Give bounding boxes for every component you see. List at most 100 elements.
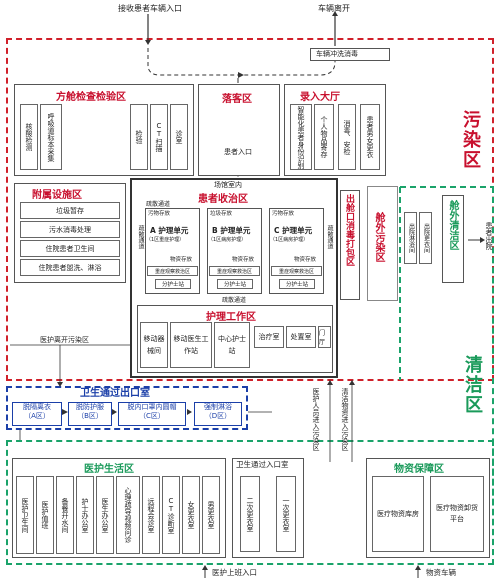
san-exit-a-label: 脱隔离衣 [23, 403, 51, 411]
supply-title: 物资保障区 [394, 464, 444, 475]
ml-item-7: CT诊断室 [162, 476, 180, 554]
unit-b-mid: 物资存放 [232, 257, 255, 263]
san-exit-c-zone: （C区） [139, 412, 165, 420]
medic-work-entrance: 医护上班入口 [212, 568, 257, 577]
aux-item-shower: 住院患者盥洗、淋浴 [20, 259, 120, 276]
unit-a-station: 分护士站 [155, 279, 191, 289]
supply-item-warehouse: 医疗物资库房 [372, 476, 424, 552]
unit-c-top: 污物存放 [272, 211, 295, 217]
se-item-first: 一次更衣室 [276, 476, 296, 552]
supply-vehicle-label: 物资车辆 [426, 568, 456, 577]
supply-item-unload: 医疗物资卸货平台 [430, 476, 484, 552]
san-exit-a: 脱隔离衣 （A区） [12, 402, 62, 426]
ml-item-3: 护士办公室 [76, 476, 94, 554]
medic-into-label: 医护人员进入污染区 [312, 388, 320, 451]
evac-top: 疏散通道 [146, 201, 171, 208]
patient-vehicle-entrance: 接收患者车辆入口 [118, 4, 182, 13]
cabin-item-lab: 检验 [130, 104, 148, 170]
sanitation-exit-border [6, 386, 248, 430]
ml-item-4: 医生办公室 [96, 476, 114, 554]
unit-c-sub: （1区病房护理） [270, 237, 309, 243]
cabin-check-title: 方舱检查检验区 [56, 92, 126, 103]
packing-area [340, 190, 360, 300]
medic-living-title: 医护生活区 [84, 464, 134, 475]
unit-c-room: 重症观察救治区 [271, 266, 322, 276]
sanitation-entry-title: 卫生通过入口室 [236, 460, 289, 469]
clean-zone-border-lower [6, 440, 494, 565]
unit-b-top: 垃圾存放 [210, 211, 233, 217]
evac-right: 疏散通道 [326, 225, 333, 249]
nw-item-lobby: 门厅 [318, 326, 331, 348]
san-exit-d: 强制淋浴 （D区） [194, 402, 242, 426]
patient-ward-title: 患者收治区 [198, 194, 248, 205]
unit-a-name: A 护理单元 [150, 226, 189, 235]
unit-a-room: 重症观察救治区 [147, 266, 198, 276]
exit-item-change: 出院更衣间 [419, 212, 432, 264]
san-exit-b: 脱防护服 （B区） [68, 402, 112, 426]
aux-item-toilet: 住院患者卫生间 [20, 240, 120, 257]
evac-left: 疏散通道 [137, 225, 144, 249]
ml-item-1: 医护值班 [36, 476, 54, 554]
cabin-item-clinic: 诊室 [170, 104, 188, 170]
exit-item-shower: 出院淋浴间 [404, 212, 417, 264]
exit-clean-label: 舱外清洁区 [447, 200, 458, 250]
contaminated-zone-label: 污染区 [460, 110, 481, 170]
ml-item-6: 远程会诊室 [142, 476, 160, 554]
sanitation-exit-title: 卫生通过出口室 [80, 388, 150, 399]
packing-title: 出舱口消毒打包区 [344, 194, 354, 266]
vehicle-exit: 车辆离开 [318, 4, 350, 13]
nw-item-treatment: 治疗室 [254, 326, 284, 348]
nw-item-station: 中心护士站 [214, 322, 250, 368]
se-item-second: 二次更衣室 [240, 476, 260, 552]
ml-item-9: 男更衣室 [202, 476, 220, 554]
drop-off-area [198, 84, 280, 176]
supply-into-label: 清洁物资进入污染区 [341, 388, 349, 451]
evac-bottom: 疏散通道 [222, 297, 247, 304]
cabin-item-nucleic: 核酸检测 [20, 104, 38, 170]
unit-a-mid: 物资存放 [170, 257, 193, 263]
aux-item-garbage: 垃圾暂存 [20, 202, 120, 219]
medic-leave-label: 医护离开污染区 [40, 336, 89, 344]
ml-item-2: 备餐开水间 [56, 476, 74, 554]
nursing-work-title: 护理工作区 [206, 312, 256, 323]
cabin-item-ct: CT扫描 [150, 104, 168, 170]
san-exit-b-zone: （B区） [77, 412, 103, 420]
ml-item-8: 女更衣室 [182, 476, 200, 554]
unit-b-room: 重症观察救治区 [209, 266, 260, 276]
entry-item-change: 患者男女更衣 [360, 104, 380, 170]
auxiliary-title: 附属设施区 [32, 190, 82, 201]
exit-contaminated-box [367, 186, 398, 301]
san-exit-c-label: 脱内口罩内圆帽 [127, 403, 177, 411]
indoor-label: 场馆室内 [214, 181, 242, 189]
unit-a-top: 污物存放 [148, 211, 171, 217]
nw-item-device: 移动器械间 [140, 322, 168, 368]
san-exit-b-label: 脱防护服 [76, 403, 104, 411]
san-exit-c: 脱内口罩内圆帽 （C区） [118, 402, 186, 426]
nw-item-disposal: 处置室 [286, 326, 316, 348]
discharge-label: 患者出院 [485, 222, 493, 250]
vehicle-wash-label: 车辆冲洗消毒 [316, 50, 358, 58]
entry-item-storage: 个人物品寄存 [314, 104, 334, 170]
unit-a-sub: （1区重症护理） [146, 237, 185, 243]
ml-item-5: 心理疏导视频问诊 [116, 476, 140, 554]
ml-item-0: 医护卫生间 [16, 476, 34, 554]
aux-item-sewage: 污水消毒处理 [20, 221, 120, 238]
unit-b-name: B 护理单元 [212, 226, 251, 235]
entry-hall-title: 录入大厅 [300, 92, 340, 103]
unit-c-name: C 护理单元 [274, 226, 313, 235]
san-exit-d-zone: （D区） [204, 412, 232, 420]
san-exit-d-label: 强制淋浴 [204, 403, 232, 411]
entry-item-disinfect: 消毒、安检 [338, 104, 356, 170]
drop-off-title: 落客区 [222, 94, 252, 105]
unit-c-station: 分护士站 [279, 279, 315, 289]
clean-zone-label: 清洁区 [462, 355, 483, 415]
patient-entry-label: 患者入口 [224, 148, 252, 156]
unit-b-station: 分护士站 [217, 279, 253, 289]
san-exit-a-zone: （A区） [24, 412, 50, 420]
nw-item-doctor: 移动医生工作站 [170, 322, 212, 368]
exit-contaminated-label: 舱外污染区 [373, 212, 384, 262]
unit-b-sub: （1区病房护理） [208, 237, 247, 243]
unit-c-mid: 物资存放 [294, 257, 317, 263]
cabin-item-sampling: 呼吸道标本采集 [40, 104, 62, 170]
entry-item-identity: 智能化患者身份识别 [290, 104, 312, 170]
